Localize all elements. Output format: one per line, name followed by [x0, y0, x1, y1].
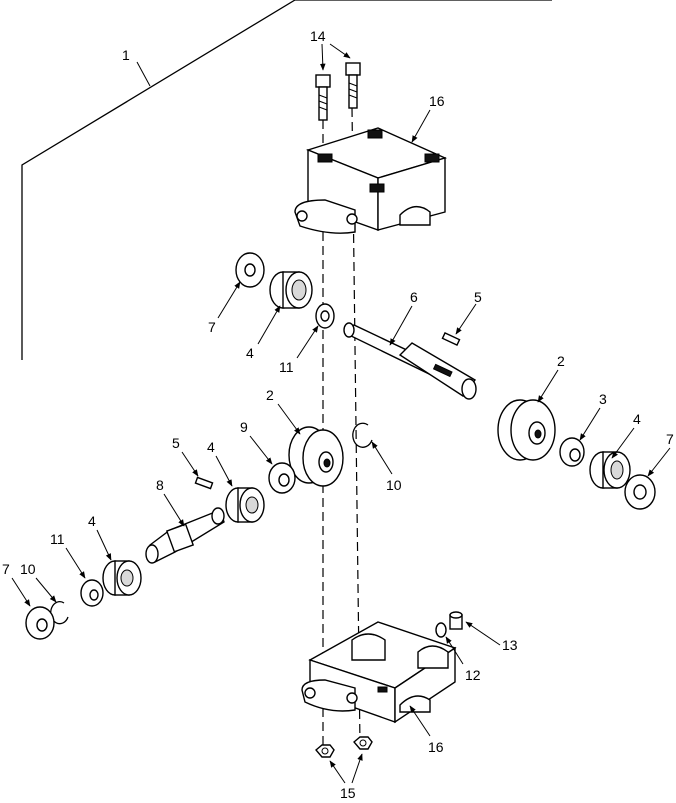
plug-13	[449, 611, 463, 630]
callout-8: 8	[156, 477, 164, 493]
callout-10-upper: 10	[386, 477, 402, 493]
washer-12	[435, 622, 447, 638]
callout-12: 12	[465, 667, 481, 683]
callout-6: 6	[410, 289, 418, 305]
washer-7-right	[624, 474, 656, 510]
callout-7-left: 7	[208, 319, 216, 335]
callout-7-lower: 7	[2, 561, 10, 577]
callout-3: 3	[599, 391, 607, 407]
nut-right	[353, 736, 373, 750]
callout-13: 13	[502, 637, 518, 653]
callout-2-left: 2	[266, 387, 274, 403]
bearing-4-upper	[269, 271, 313, 309]
bearing-4-lower	[102, 560, 142, 596]
callout-1: 1	[122, 47, 130, 63]
retaining-ring-10-upper	[352, 422, 373, 448]
callout-labels: 1 14 16 7 4 11 6 5 2 3 4 7 2 9 10 5 4 8 …	[2, 28, 674, 801]
gear-2-left	[288, 426, 344, 487]
bolt-left	[315, 74, 331, 121]
callout-16-top: 16	[429, 93, 445, 109]
assembly-bracket	[21, 0, 552, 360]
spacer-9	[268, 462, 296, 494]
callout-16-bottom: 16	[428, 739, 444, 755]
spacer-11-upper	[315, 303, 335, 329]
washer-7-left	[235, 252, 265, 288]
callout-5-upper: 5	[474, 289, 482, 305]
lower-housing	[301, 621, 457, 724]
key-5-lower	[194, 476, 214, 490]
callout-11-lower: 11	[50, 531, 65, 547]
callout-7-right: 7	[666, 431, 674, 447]
washer-7-lower	[25, 606, 55, 640]
callout-9: 9	[240, 419, 248, 435]
callout-14: 14	[310, 28, 326, 44]
spacer-3	[559, 437, 585, 467]
callout-4-left: 4	[246, 345, 254, 361]
callout-10-lower: 10	[20, 561, 36, 577]
bearing-4-right	[589, 451, 631, 489]
nut-left	[315, 744, 335, 758]
key-5-upper	[441, 331, 461, 347]
bolt-right	[345, 62, 361, 109]
callout-4-mid: 4	[207, 439, 215, 455]
callout-4-lower: 4	[88, 513, 96, 529]
bearing-4-mid	[225, 487, 265, 523]
callout-15: 15	[340, 785, 356, 801]
callout-2-right: 2	[557, 353, 565, 369]
upper-housing	[294, 127, 448, 234]
shaft-6	[343, 322, 477, 400]
callout-4-right: 4	[633, 411, 641, 427]
spacer-11-lower	[80, 579, 104, 607]
callout-5-lower: 5	[172, 435, 180, 451]
gear-2-right	[497, 399, 556, 461]
leader-lines	[11, 43, 671, 784]
callout-11-upper: 11	[279, 359, 294, 375]
shaft-8	[145, 507, 225, 564]
